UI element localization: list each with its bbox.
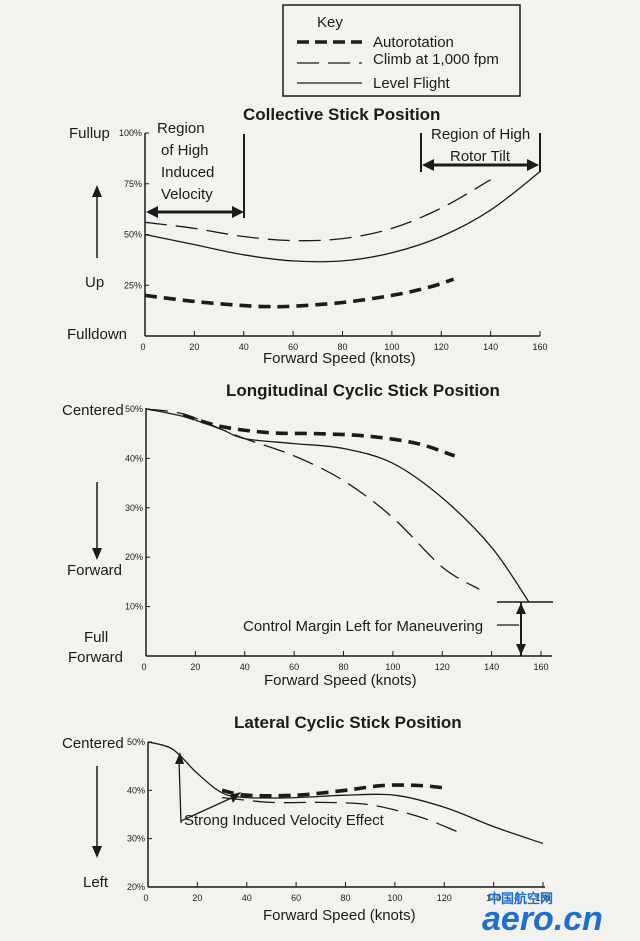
side-label-fulldown: Fulldown — [67, 326, 127, 343]
svg-text:Region: Region — [157, 120, 205, 137]
svg-text:Region of High: Region of High — [431, 126, 530, 143]
x-tick-label: 160 — [532, 342, 547, 352]
side-label-forward: Forward — [67, 562, 122, 579]
series-line-climb-at-1-000-fpm — [145, 408, 480, 590]
legend-item-climb: Climb at 1,000 fpm — [373, 51, 499, 68]
y-tick-label: 10% — [125, 602, 143, 612]
svg-text:of High: of High — [161, 142, 209, 159]
svg-text:Induced: Induced — [161, 164, 214, 181]
induced-velocity-annotation: Strong Induced Velocity Effect — [175, 752, 385, 829]
y-tick-label: 100% — [119, 128, 142, 138]
x-tick-label: 0 — [141, 662, 146, 672]
x-tick-label: 100 — [385, 662, 400, 672]
x-tick-label: 160 — [535, 893, 550, 903]
x-tick-label: 60 — [291, 893, 301, 903]
x-tick-label: 80 — [338, 662, 348, 672]
x-tick-label: 160 — [533, 662, 548, 672]
y-tick-label: 40% — [125, 453, 143, 463]
x-tick-label: 140 — [483, 342, 498, 352]
y-tick-label: 40% — [127, 785, 145, 795]
side-label-full: Full — [84, 629, 108, 646]
x-tick-label: 20 — [192, 893, 202, 903]
x-tick-label: 120 — [434, 342, 449, 352]
x-tick-label: 80 — [340, 893, 350, 903]
side-label-left: Left — [83, 874, 109, 891]
x-tick-label: 60 — [289, 662, 299, 672]
chart-title: Lateral Cyclic Stick Position — [234, 713, 462, 732]
y-tick-label: 50% — [127, 737, 145, 747]
side-label-centered: Centered — [62, 402, 124, 419]
side-label-fullup: Fullup — [69, 125, 110, 142]
x-tick-label: 140 — [484, 662, 499, 672]
lateral-chart: Lateral Cyclic Stick Position 0 20 40 60 80 1… — [62, 713, 551, 924]
y-tick-label: 50% — [124, 230, 142, 240]
x-tick-label: 80 — [337, 342, 347, 352]
svg-text:aero.cn: aero.cn — [482, 900, 603, 938]
side-label-full-forward: Forward — [68, 649, 123, 666]
x-tick-label: 60 — [288, 342, 298, 352]
x-axis-label: Forward Speed (knots) — [263, 907, 416, 924]
series-line-climb-at-1-000-fpm — [222, 796, 457, 833]
x-tick-label: 40 — [240, 662, 250, 672]
series-line-level-flight — [144, 171, 541, 263]
legend-key: Key Autorotation Climb at 1,000 fpm Leve… — [282, 4, 521, 97]
control-margin-annotation: Control Margin Left for Maneuvering — [238, 601, 553, 656]
y-tick-label: 75% — [124, 179, 142, 189]
y-tick-label: 20% — [125, 552, 143, 562]
side-label-centered: Centered — [62, 735, 124, 752]
y-tick-label: 30% — [125, 503, 143, 513]
x-tick-label: 140 — [486, 893, 501, 903]
x-tick-label: 20 — [189, 342, 199, 352]
up-arrow — [92, 185, 102, 258]
x-axis-label: Forward Speed (knots) — [264, 672, 417, 689]
y-tick-label: 50% — [125, 404, 143, 414]
x-tick-label: 0 — [140, 342, 145, 352]
series-line-level-flight — [145, 408, 530, 603]
legend-item-level: Level Flight — [373, 75, 451, 92]
y-tick-label: 25% — [124, 280, 142, 290]
svg-text:Strong Induced Velocity Effect: Strong Induced Velocity Effect — [184, 812, 385, 829]
region-induced-velocity: Region of High Induced Velocity — [146, 120, 245, 218]
x-tick-label: 20 — [190, 662, 200, 672]
aero-cn-watermark: 中国航空网 aero.cn — [482, 891, 603, 938]
x-tick-label: 120 — [435, 662, 450, 672]
svg-text:Velocity: Velocity — [161, 186, 213, 203]
longitudinal-chart: Longitudinal Cyclic Stick Position 0 20 40… — [62, 381, 553, 689]
x-tick-label: 40 — [239, 342, 249, 352]
svg-text:Rotor Tilt: Rotor Tilt — [450, 148, 511, 165]
svg-text:中国航空网: 中国航空网 — [488, 891, 553, 906]
series-line-level-flight — [147, 741, 544, 845]
y-tick-label: 20% — [127, 882, 145, 892]
x-tick-label: 0 — [143, 893, 148, 903]
left-arrow — [92, 766, 102, 858]
series-line-climb-at-1-000-fpm — [144, 179, 491, 242]
down-arrow — [92, 482, 102, 560]
x-tick-label: 120 — [437, 893, 452, 903]
chart-title: Collective Stick Position — [243, 105, 440, 124]
legend-item-autorotation: Autorotation — [373, 34, 454, 51]
x-tick-label: 100 — [384, 342, 399, 352]
x-axis-label: Forward Speed (knots) — [263, 350, 416, 367]
region-rotor-tilt: Region of High Rotor Tilt — [420, 126, 541, 172]
collective-chart: Collective Stick Position 0 20 40 60 80 100 12… — [67, 105, 548, 367]
y-tick-label: 30% — [127, 834, 145, 844]
svg-text:Control Margin Left for Maneuv: Control Margin Left for Maneuvering — [243, 618, 483, 635]
x-tick-label: 40 — [242, 893, 252, 903]
series-line-autorotation — [221, 783, 445, 798]
series-line-autorotation — [144, 277, 455, 309]
chart-title: Longitudinal Cyclic Stick Position — [226, 381, 500, 400]
series-line-autorotation — [182, 413, 456, 458]
side-label-up: Up — [85, 274, 104, 291]
legend-title: Key — [317, 14, 343, 31]
x-tick-label: 100 — [387, 893, 402, 903]
